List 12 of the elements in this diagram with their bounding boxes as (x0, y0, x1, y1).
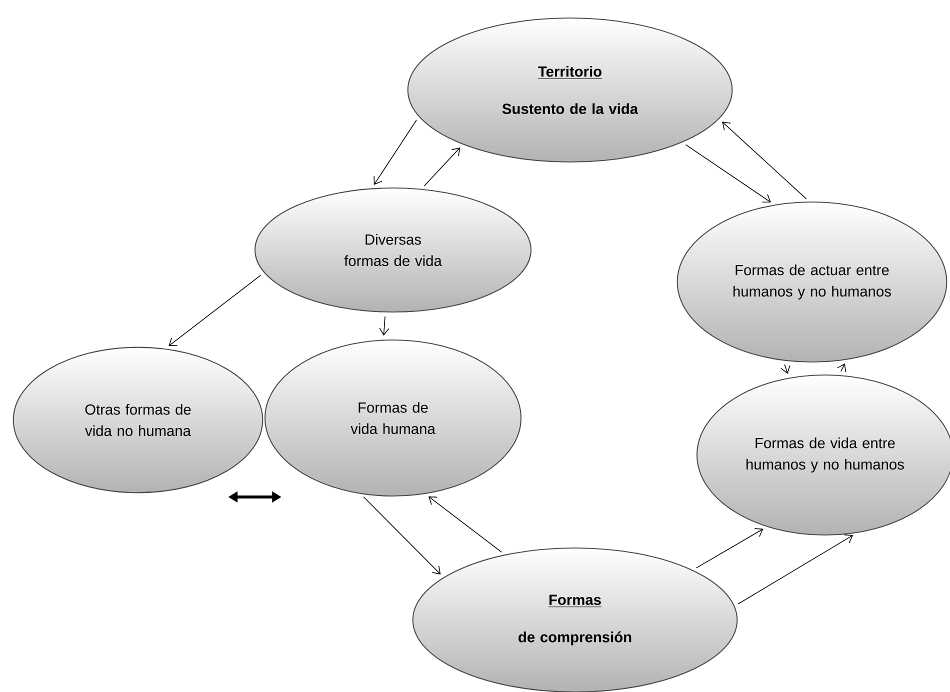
arrow (363, 496, 441, 574)
arrow (837, 363, 846, 372)
arrow (379, 316, 390, 336)
arrow (722, 122, 807, 200)
arrow (738, 534, 854, 604)
arrow (374, 120, 417, 185)
arrow (424, 148, 460, 186)
arrow (780, 364, 790, 374)
arrow (696, 528, 764, 568)
arrow (685, 144, 771, 203)
arrow (428, 496, 502, 553)
arrow (168, 274, 262, 346)
